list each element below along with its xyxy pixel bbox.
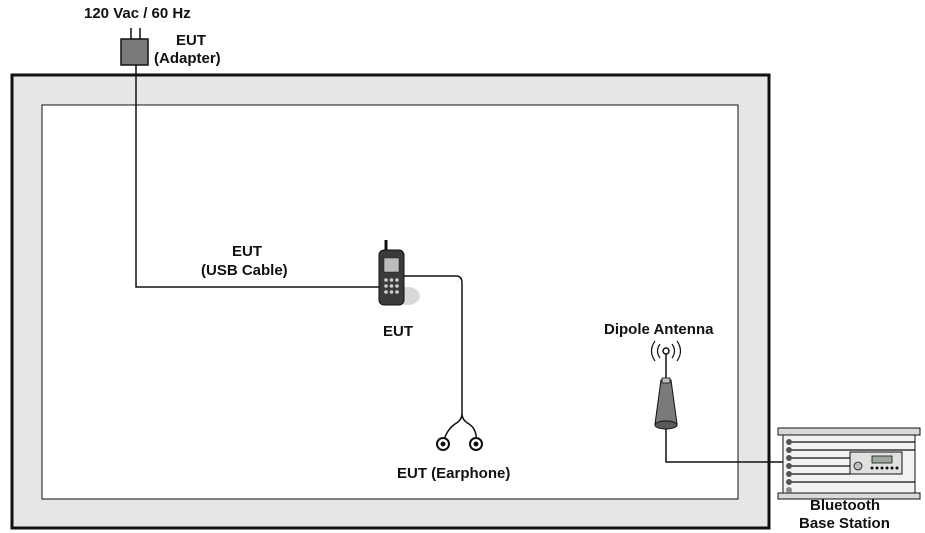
earphone-icon (436, 437, 483, 451)
antenna-label: Dipole Antenna (604, 321, 714, 338)
adapter-label-line1: EUT (176, 32, 206, 49)
usb-cable (135, 65, 384, 288)
dipole-antenna-icon (650, 340, 682, 430)
phone-label: EUT (383, 323, 413, 340)
mobile-phone-icon (378, 240, 420, 306)
earphone-label: EUT (Earphone) (397, 465, 511, 482)
base-station-label-line1: Bluetooth (810, 497, 880, 514)
power-supply-label: 120 Vac / 60 Hz (84, 5, 191, 22)
adapter-label-line2: (Adapter) (154, 50, 221, 67)
antenna-cable (665, 429, 790, 463)
usb-cable-label-line2: (USB Cable) (201, 262, 288, 279)
power-adapter-icon (120, 28, 149, 66)
earphone-cable (404, 275, 478, 445)
base-station-icon (777, 427, 921, 500)
base-station-label-line2: Base Station (799, 515, 890, 532)
usb-cable-label-line1: EUT (232, 243, 262, 260)
